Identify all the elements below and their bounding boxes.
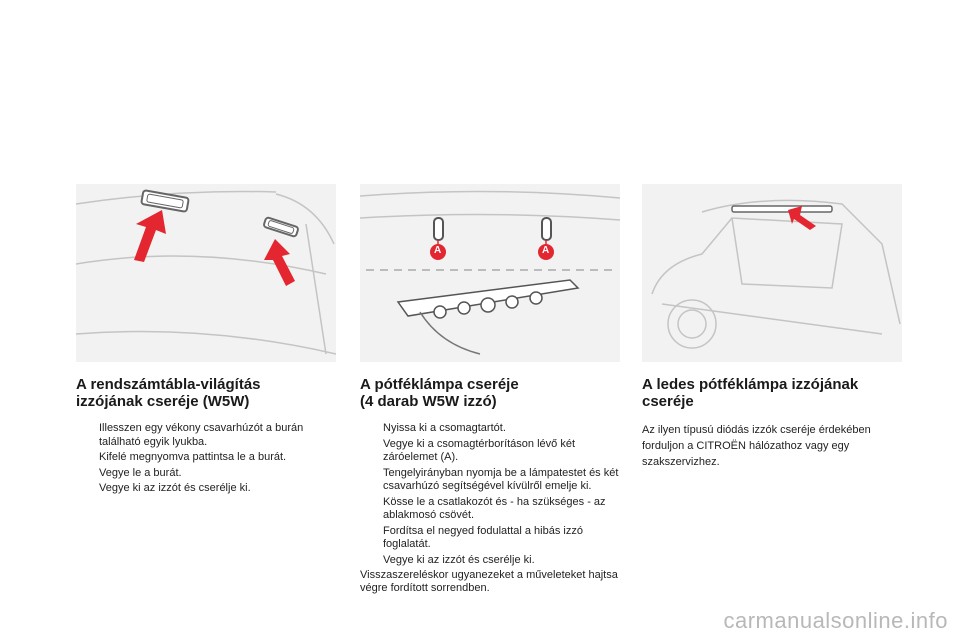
watermark: carmanualsonline.info xyxy=(723,608,948,633)
list-item: Vegye ki az izzót és cserélje ki. xyxy=(383,553,535,566)
figure-led-lamp xyxy=(642,184,902,362)
label-a-right: A xyxy=(542,245,550,256)
red-arrow-icon xyxy=(788,206,816,230)
section-title: A ledes pótféklámpa izzójának cseréje xyxy=(642,376,859,410)
list-item: Vegye ki a csomagtérborításon lévő két z… xyxy=(383,437,575,464)
red-arrow-icon xyxy=(264,239,295,286)
list-item: Vegye le a burát. xyxy=(99,466,182,479)
section-title: A pótféklámpa cseréje (4 darab W5W izzó) xyxy=(360,376,519,410)
led-paragraph: Az ilyen típusú diódás izzók cseréje érd… xyxy=(642,424,871,468)
list-item: Illesszen egy vékony csavarhúzót a burán… xyxy=(99,422,304,448)
figure-brake-lamp: A A xyxy=(360,184,620,362)
label-a-icon xyxy=(430,244,446,260)
section-title: A rendszámtábla-világítás izzójának cser… xyxy=(76,376,261,410)
label-a-left: A xyxy=(434,245,442,256)
section-brake-lamp: A pótféklámpa cseréje (4 darab W5W izzó)… xyxy=(360,376,630,595)
section-plate-lamp: A rendszámtábla-világítás izzójának cser… xyxy=(76,376,346,498)
instruction-list: Illesszen egy vékony csavarhúzót a burán… xyxy=(76,422,346,496)
label-a-icon xyxy=(538,244,554,260)
list-item: Tengelyirányban nyomja be a lámpatestet … xyxy=(383,466,619,493)
reassembly-note: Visszaszereléskor ugyanezeket a művelete… xyxy=(360,569,618,594)
list-item: Nyissa ki a csomagtartót. xyxy=(383,422,506,434)
section-led-lamp: A ledes pótféklámpa izzójának cseréje Az… xyxy=(642,376,912,470)
list-item: Kifelé megnyomva pattintsa le a burát. xyxy=(99,451,287,463)
figure-plate-lamp xyxy=(76,184,336,362)
list-item: Vegye ki az izzót és cserélje ki. xyxy=(99,482,251,494)
list-item: Kösse le a csatlakozót és - ha szükséges… xyxy=(383,495,606,522)
instruction-list: Nyissa ki a csomagtartót. Vegye ki a cso… xyxy=(360,422,630,567)
red-arrow-icon xyxy=(134,210,166,262)
list-item: Fordítsa el negyed fodulattal a hibás iz… xyxy=(383,524,583,551)
